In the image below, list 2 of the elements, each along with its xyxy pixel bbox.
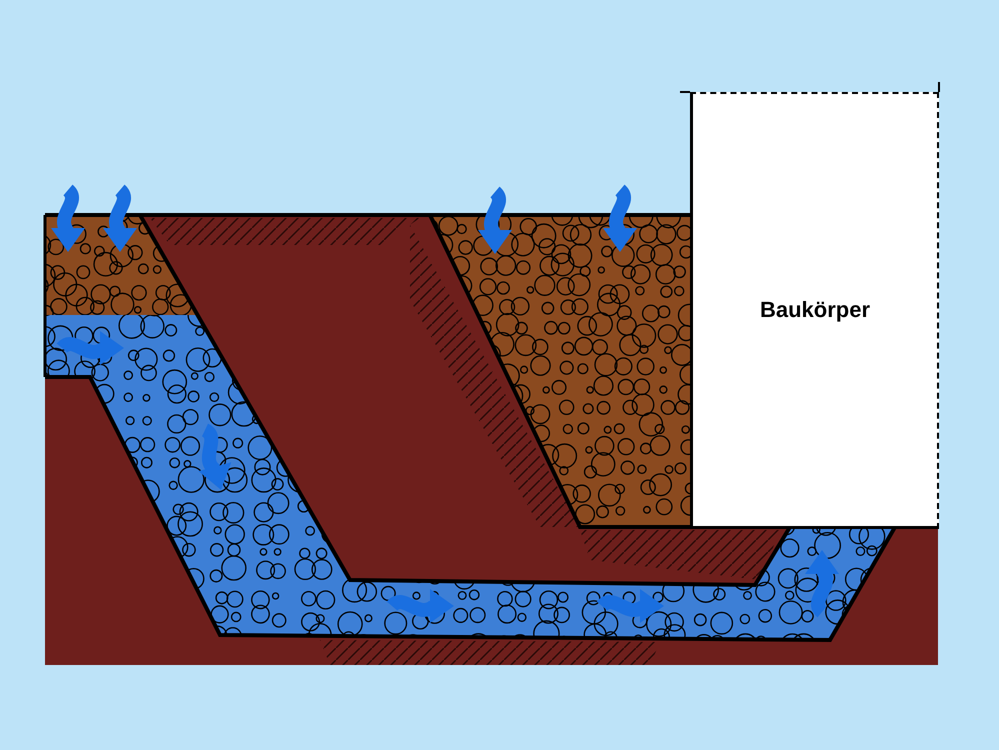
building-block bbox=[690, 92, 939, 529]
building-label: Baukörper bbox=[760, 297, 870, 323]
